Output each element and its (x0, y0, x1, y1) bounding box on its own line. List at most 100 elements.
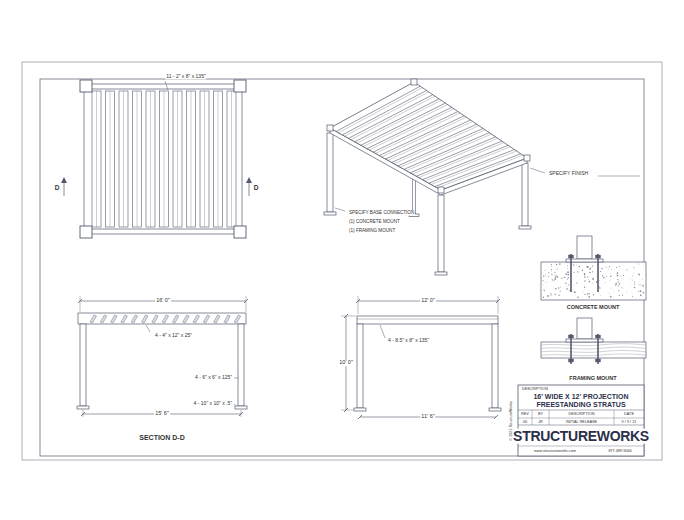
concrete-speckle (567, 274, 569, 276)
leader-line (234, 404, 236, 406)
louver-section (90, 315, 97, 323)
concrete-speckle (615, 283, 617, 285)
louver-slat (227, 91, 236, 227)
field-label: DESCRIPTION (521, 387, 549, 391)
table-header: BY (537, 412, 544, 416)
beam (357, 316, 498, 324)
extension-line (358, 296, 359, 314)
concrete-speckle (543, 297, 544, 298)
concrete-speckle (551, 274, 552, 275)
louver-line (150, 91, 151, 227)
concrete-speckle (548, 276, 549, 277)
concrete-speckle (587, 266, 589, 268)
concrete-speckle (599, 287, 600, 288)
louver-slat (200, 91, 209, 227)
drawing-title: FREESTANDING STRATUS (535, 401, 626, 408)
table-header: REV (520, 412, 530, 416)
post (238, 324, 244, 406)
dimension-tick (358, 415, 362, 419)
concrete-speckle (565, 283, 566, 284)
concrete-speckle (567, 271, 569, 273)
concrete-speckle (554, 294, 555, 295)
louver-line (110, 91, 111, 227)
concrete-speckle (561, 278, 562, 279)
beam (78, 313, 246, 324)
concrete-speckle (582, 292, 584, 294)
louver-section (214, 315, 221, 323)
extension-line (341, 410, 354, 411)
beam-edge (357, 319, 498, 320)
concrete-speckle (555, 288, 557, 290)
part-callout: 4 - 4" x 12" x 25" (154, 333, 193, 338)
concrete-speckle (588, 278, 590, 280)
concrete-speckle (567, 288, 568, 289)
louver-line (338, 88, 422, 133)
section-letter: D (253, 185, 260, 192)
wood-grain (541, 347, 646, 349)
concrete-speckle (619, 295, 620, 296)
concrete-speckle (584, 274, 586, 276)
concrete-speckle (643, 264, 645, 266)
post (80, 324, 86, 406)
concrete-speckle (576, 282, 577, 283)
louver-line (437, 155, 523, 188)
concrete-speckle (617, 281, 618, 282)
concrete-speckle (567, 267, 569, 269)
section-view (77, 296, 248, 417)
concrete-speckle (592, 277, 594, 279)
concrete-speckle (543, 289, 544, 290)
concrete-speckle (566, 274, 567, 275)
louver-slat (187, 91, 196, 227)
table-rule (518, 446, 644, 447)
extension-line (83, 410, 84, 417)
concrete-speckle (616, 267, 617, 268)
plan-outline (84, 84, 242, 234)
leader-line (335, 208, 345, 211)
louver-line (361, 103, 446, 145)
extension-line (341, 316, 356, 317)
concrete-speckle (640, 284, 641, 285)
louver-section (183, 315, 190, 323)
concrete-speckle (609, 266, 610, 267)
concrete-speckle (610, 296, 612, 298)
concrete-speckle (631, 279, 633, 281)
concrete-speckle (619, 266, 620, 267)
concrete-speckle (550, 293, 551, 294)
concrete-speckle (565, 276, 567, 278)
louver-line (204, 91, 205, 227)
concrete-speckle (556, 264, 557, 265)
concrete-speckle (543, 276, 544, 277)
louver-line (367, 107, 452, 148)
louver-line (429, 150, 515, 184)
concrete-speckle (638, 273, 640, 275)
concrete-speckle (593, 278, 594, 279)
wood-grain (541, 344, 646, 346)
concrete-speckle (577, 271, 578, 272)
concrete-speckle (578, 266, 580, 268)
concrete-speckle (610, 273, 612, 275)
corner-post (234, 80, 246, 92)
concrete-speckle (584, 294, 585, 295)
title-block-frame (518, 385, 644, 456)
concrete-speckle (551, 281, 553, 283)
table-rule (518, 425, 644, 426)
louver-line (400, 130, 485, 167)
louver-line (137, 91, 138, 227)
louver-line (425, 147, 511, 181)
table-cell: JR (537, 420, 544, 424)
concrete-speckle (550, 265, 552, 267)
corner-post (80, 226, 92, 238)
table-cell: 9 / 9 / 21 (621, 420, 638, 424)
concrete-speckle (564, 277, 565, 278)
connection-note: (1) FRAMING MOUNT (348, 229, 396, 234)
concrete-speckle (554, 274, 556, 276)
perspective-view (324, 79, 640, 275)
concrete-speckle (592, 271, 593, 272)
concrete-slab (541, 262, 646, 300)
connection-note: SPECIFY BASE CONNECTION (348, 211, 415, 216)
concrete-speckle (621, 275, 622, 276)
louver-line (123, 91, 124, 227)
concrete-speckle (626, 269, 628, 271)
louver-line (345, 92, 429, 136)
